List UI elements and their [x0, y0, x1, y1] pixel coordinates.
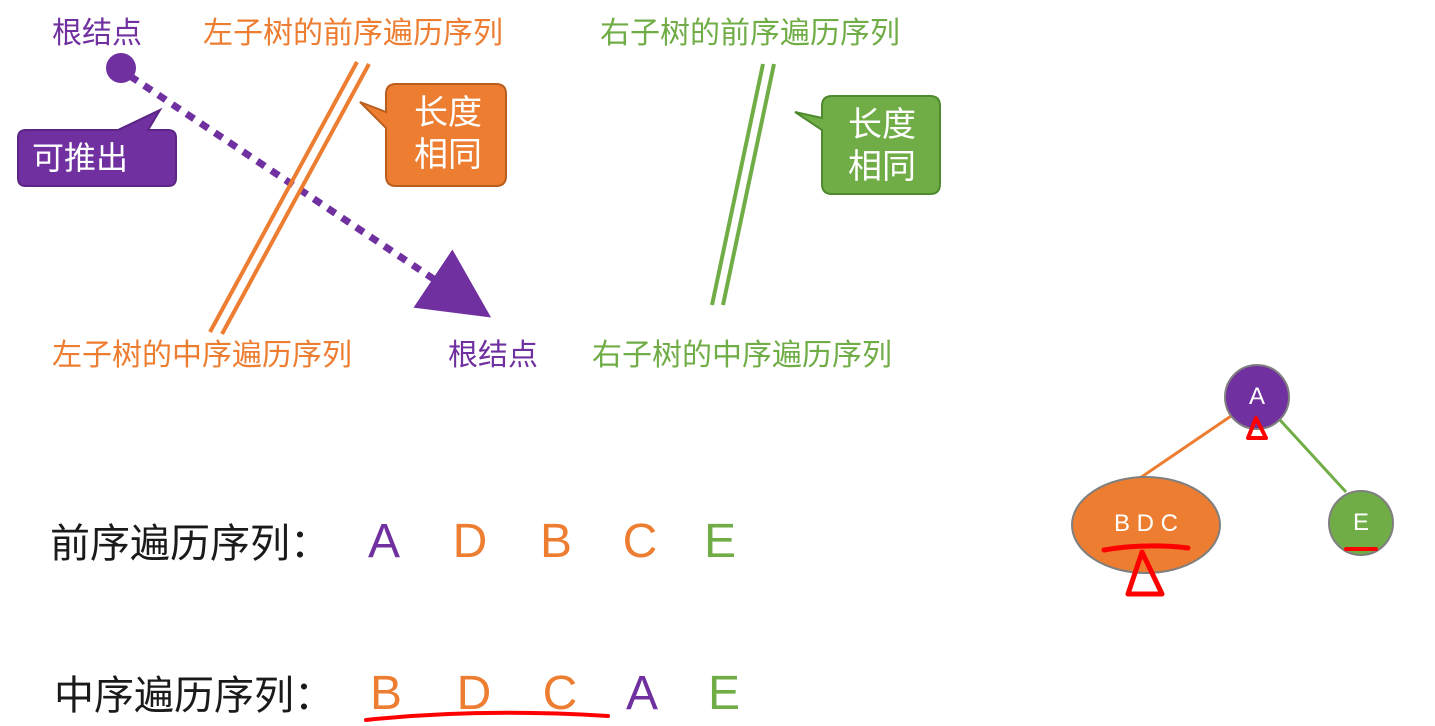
inorder-item-right: E [707, 667, 740, 720]
right-equal-line-2 [721, 63, 776, 306]
right-callout-line-1: 长度 [848, 105, 916, 145]
right-callout-line-2: 相同 [848, 147, 916, 187]
right-same-length-callout-text: 长度 相同 [836, 104, 928, 188]
preorder-item-left-1: D [452, 515, 488, 568]
tree-root-label: A [1248, 383, 1265, 410]
inorder-label: 中序遍历序列： [54, 673, 334, 719]
left-same-length-callout-text: 长度 相同 [402, 92, 494, 176]
preorder-item-left-2: B [539, 515, 572, 568]
inorder-item-left-2: D [456, 667, 492, 720]
preorder-item-left-3: C [622, 515, 658, 568]
tree-left-label: B D C [1113, 510, 1178, 537]
right-equal-line-1 [710, 63, 765, 306]
deduce-callout-text: 可推出 [32, 139, 129, 177]
left-callout-line-2: 相同 [414, 135, 482, 175]
inorder-item-root: A [625, 667, 658, 720]
left-node-triangle-mark [1125, 549, 1165, 597]
preorder-label: 前序遍历序列： [50, 521, 330, 567]
preorder-item-root: A [367, 515, 400, 568]
inorder-item-left-3: C [542, 667, 578, 720]
root-dot [106, 53, 136, 83]
tree-edge-right [1278, 418, 1348, 494]
inorder-item-left-1: B [369, 667, 402, 720]
right-subtree-inorder-label: 右子树的中序遍历序列 [592, 338, 892, 373]
tree-right-label: E [1352, 509, 1369, 536]
deduce-callout-shape [17, 107, 177, 187]
left-subtree-preorder-label: 左子树的前序遍历序列 [203, 16, 503, 51]
left-equal-line-2 [220, 63, 371, 335]
tree-edge-left [1139, 412, 1235, 480]
root-label-preorder: 根结点 [52, 16, 142, 51]
tree-node-right [1328, 490, 1394, 556]
left-subtree-inorder-label: 左子树的中序遍历序列 [52, 338, 352, 373]
inorder-left-underline-mark [364, 710, 610, 722]
left-node-underline-mark [1101, 543, 1191, 553]
right-subtree-preorder-label: 右子树的前序遍历序列 [600, 16, 900, 51]
root-triangle-mark [1246, 416, 1268, 440]
tree-node-root [1224, 364, 1290, 430]
left-callout-line-1: 长度 [414, 93, 482, 133]
left-same-length-callout-shape [359, 83, 507, 187]
right-same-length-callout-shape [794, 95, 941, 195]
left-equal-line-1 [208, 61, 359, 333]
preorder-item-right: E [703, 515, 736, 568]
root-label-inorder: 根结点 [448, 338, 538, 373]
